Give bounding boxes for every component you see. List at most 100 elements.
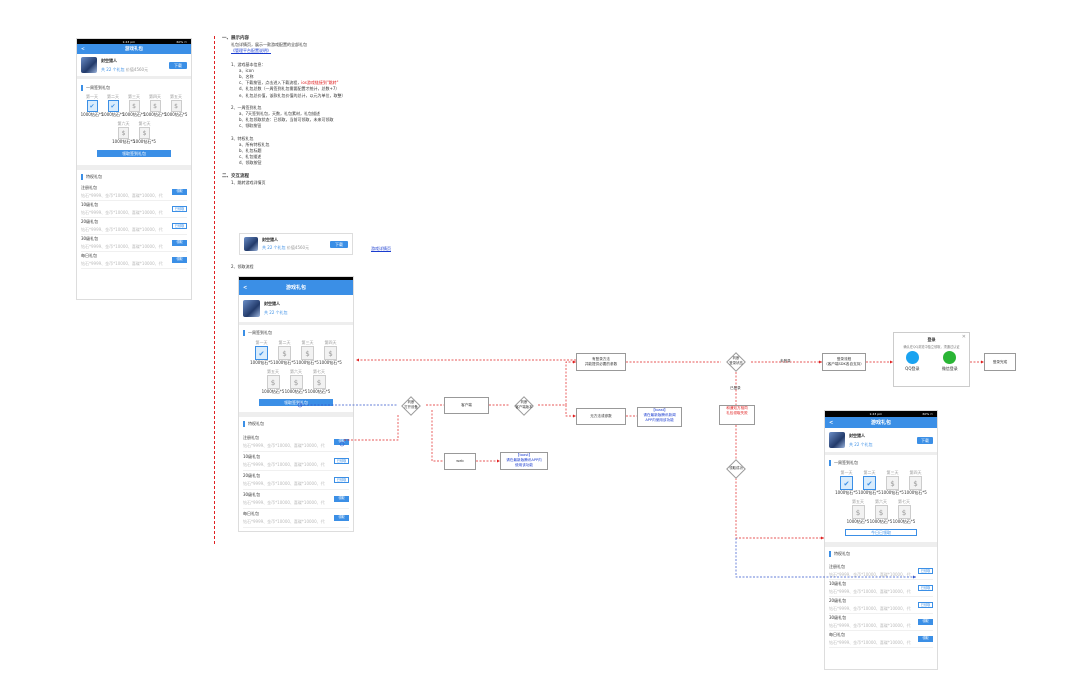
- day-item[interactable]: 第四天$1000钻石*5: [144, 94, 167, 118]
- doc-line: 礼包详情页，展示一款游戏配置的全部礼包: [231, 42, 307, 48]
- back-icon[interactable]: <: [829, 419, 834, 426]
- game-detail-link[interactable]: 游戏详情页: [371, 246, 391, 251]
- day-item[interactable]: 第七天$1000钻石*5: [308, 369, 331, 395]
- qq-login-option[interactable]: QQ登录: [905, 351, 919, 372]
- gift-desc: 钻石*9999、金币*10000、喜碟*10000、代: [81, 193, 163, 198]
- day-item[interactable]: 第五天$1000钻石*5: [165, 94, 188, 118]
- game-icon: [244, 237, 258, 251]
- modal-desc: 确认在QQ浏览中独立领取，须通过认证: [903, 345, 960, 349]
- gift-name: 10级礼包: [829, 581, 847, 586]
- day-item[interactable]: 第七天$1000钻石*5: [893, 499, 916, 525]
- day-item[interactable]: 第三天$1000钻石*5: [296, 340, 319, 366]
- gift-desc: 钻石*9999、金币*10000、喜碟*10000、代: [81, 210, 163, 215]
- back-icon[interactable]: <: [81, 46, 85, 52]
- weekly-claimed-button[interactable]: 今日已领取: [845, 529, 917, 536]
- weekly-claim-button[interactable]: 领取签到礼包: [259, 399, 333, 406]
- login-modal: ✕ 登录 确认在QQ浏览中独立领取，须通过认证 QQ登录 微信登录: [893, 332, 970, 387]
- gift-count: 共 22 个礼包: [262, 245, 286, 250]
- doc-line: c、领取按钮: [239, 123, 262, 129]
- claim-button[interactable]: 领取: [172, 189, 187, 195]
- day-item[interactable]: 第七天$1000钻石*5: [133, 121, 156, 145]
- gift-desc: 钻石*9999、金币*10000、喜碟*10000、代: [829, 589, 911, 594]
- claim-button[interactable]: 领取: [334, 496, 349, 502]
- game-header: 封空猎人共 22 个礼包 下载: [825, 428, 937, 455]
- day-item[interactable]: 第六天$1000钻石*5: [112, 121, 135, 145]
- not-logged-label: 未登录: [780, 359, 791, 363]
- wechat-login-option[interactable]: 微信登录: [942, 351, 958, 372]
- config-doc-link[interactable]: 《管理平台配置说明》: [231, 48, 271, 54]
- decision-open-device: 判断 打开设备: [396, 396, 426, 416]
- day-item[interactable]: 第二天$1000钻石*5: [273, 340, 296, 366]
- day-item[interactable]: 第五天$1000钻石*5: [847, 499, 870, 525]
- claim-button[interactable]: 领取: [172, 257, 187, 263]
- claim-button[interactable]: 已领取: [334, 477, 349, 483]
- day-item[interactable]: 第二天✔1000钻石*5: [102, 94, 125, 118]
- gift-desc: 钻石*9999、金币*10000、喜碟*10000、代: [243, 443, 325, 448]
- special-gift-row: 注册礼包钻石*9999、金币*10000、喜碟*10000、代已领取: [829, 563, 933, 580]
- special-gift-row: 20级礼包钻石*9999、金币*10000、喜碟*10000、代已领取: [829, 597, 933, 614]
- day-value: 1000钻石*5: [904, 490, 927, 495]
- modal-title: 登录: [927, 337, 936, 342]
- day-value: 1000钻石*5: [846, 519, 870, 524]
- day-item[interactable]: 第三天$1000钻石*5: [881, 470, 904, 496]
- day-item[interactable]: 第五天$1000钻石*5: [262, 369, 285, 395]
- gift-value: 价值4560元: [125, 66, 149, 72]
- gift-name: 注册礼包: [243, 435, 259, 440]
- day-item[interactable]: 第四天$1000钻石*5: [904, 470, 927, 496]
- claim-button[interactable]: 已领取: [334, 458, 349, 464]
- claim-button[interactable]: 已领取: [918, 568, 933, 574]
- day-item[interactable]: 第一天✔1000钻石*5: [250, 340, 273, 366]
- game-icon: [829, 432, 845, 448]
- web-toast-note: 【toast】 请在最新版腾讯APP内 使用该功能: [500, 452, 548, 470]
- download-button[interactable]: 下载: [917, 436, 933, 444]
- game-name: 封空猎人: [264, 301, 280, 306]
- day-value: 1000钻石*5: [881, 490, 904, 495]
- dollar-icon: $: [312, 375, 326, 389]
- claim-button[interactable]: 领取: [172, 240, 187, 246]
- modal-close-icon[interactable]: ✕: [961, 334, 966, 340]
- dollar-icon: $: [278, 346, 291, 360]
- login-flow-node: 登录流程 （客户端SDK各自支持）: [822, 353, 866, 371]
- day-item[interactable]: 第二天✔1000钻石*5: [858, 470, 881, 496]
- gift-desc: 钻石*9999、金币*10000、喜碟*10000、代: [81, 227, 163, 232]
- web-node: web: [444, 453, 476, 470]
- day-item[interactable]: 第六天$1000钻石*5: [870, 499, 893, 525]
- day-item[interactable]: 第四天$1000钻石*5: [319, 340, 342, 366]
- day-label: 第三天: [128, 94, 140, 99]
- gift-name: 30级礼包: [81, 236, 99, 241]
- section-1-title: 一、展示内容: [222, 36, 249, 41]
- special-gift-row: 20级礼包钻石*9999、金币*10000、喜碟*10000、代已领取: [243, 471, 349, 490]
- gift-name: 每日礼包: [81, 253, 97, 258]
- day-item[interactable]: 第三天$1000钻石*5: [123, 94, 146, 118]
- day-item[interactable]: 第六天$1000钻石*5: [285, 369, 308, 395]
- gift-desc: 钻石*9999、金币*10000、喜碟*10000、代: [243, 519, 325, 524]
- claim-button[interactable]: 领取: [334, 515, 349, 521]
- page-title: 游戏礼包: [125, 47, 143, 52]
- claim-button[interactable]: 已领取: [918, 602, 933, 608]
- dollar-icon: $: [128, 100, 140, 112]
- day-value: 1000钻石*5: [133, 139, 156, 144]
- day-item[interactable]: 第一天✔1000钻石*5: [835, 470, 858, 496]
- day-label: 第三天: [886, 470, 899, 475]
- claim-button[interactable]: 已领取: [172, 223, 187, 229]
- doc-line: b、名称: [239, 74, 254, 80]
- day-item[interactable]: 第一天✔1000钻石*5: [81, 94, 104, 118]
- claim-button[interactable]: 已领取: [172, 206, 187, 212]
- divider-bar: [825, 542, 937, 547]
- claim-button[interactable]: 领取: [918, 636, 933, 642]
- download-button[interactable]: 下载: [330, 240, 348, 248]
- back-icon[interactable]: <: [243, 284, 248, 291]
- doc-line: c、礼包描述: [239, 154, 262, 160]
- day-label: 第七天: [138, 121, 151, 126]
- download-button[interactable]: 下载: [169, 61, 187, 69]
- claim-button[interactable]: 已领取: [918, 585, 933, 591]
- claim-button[interactable]: 领取: [918, 619, 933, 625]
- doc-line: d、礼包总数（一周签到礼包需要配置才统计，总数+7）: [239, 86, 340, 92]
- day-label: 第一天: [255, 340, 268, 345]
- special-gift-row: 30级礼包钻石*9999、金币*10000、喜碟*10000、代领取: [829, 614, 933, 631]
- day-value: 1000钻石*5: [869, 519, 893, 524]
- weekly-claim-button[interactable]: 领取签到礼包: [97, 150, 171, 157]
